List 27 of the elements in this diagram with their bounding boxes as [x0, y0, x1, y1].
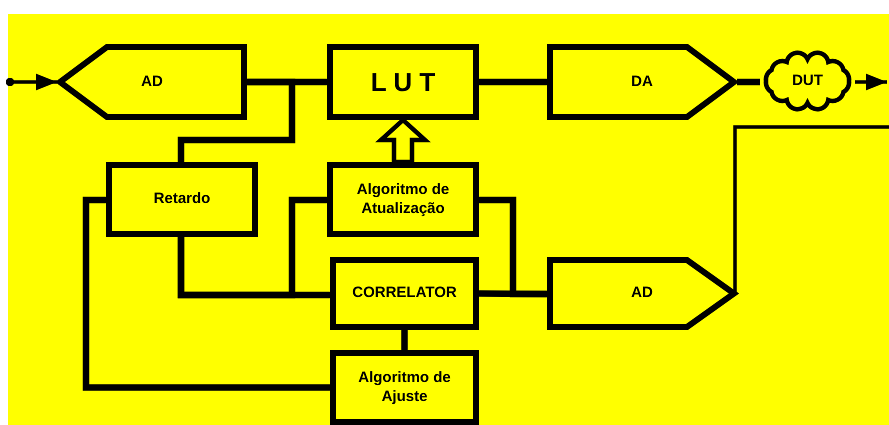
node-label: CORRELATOR	[352, 284, 457, 303]
arrow	[6, 74, 57, 90]
connector-line	[479, 196, 547, 298]
node-label: Algoritmo de Ajuste	[357, 368, 452, 406]
node-label: Algoritmo de Atualização	[356, 180, 450, 218]
connector-line	[479, 78, 547, 86]
connector-line	[401, 330, 408, 350]
node-label: AD	[631, 284, 653, 303]
node-label: AD	[141, 72, 163, 92]
connector-line	[733, 125, 889, 294]
node-label: DA	[631, 72, 653, 92]
process-box	[327, 162, 479, 237]
connector-line	[478, 290, 548, 298]
connector-line	[178, 196, 327, 298]
converter-pentagon	[547, 44, 737, 120]
converter-pentagon	[547, 257, 737, 330]
arrow	[855, 74, 887, 90]
node-label: Retardo	[154, 190, 210, 209]
lookup-table-box	[327, 44, 479, 120]
node-label: L U T	[370, 66, 436, 98]
process-box	[106, 162, 258, 237]
connector-line	[178, 78, 296, 162]
connector-line	[82, 196, 330, 391]
process-box	[330, 257, 479, 330]
connector-line	[737, 78, 760, 86]
node-label: DUT	[792, 72, 823, 90]
process-box	[330, 350, 479, 425]
